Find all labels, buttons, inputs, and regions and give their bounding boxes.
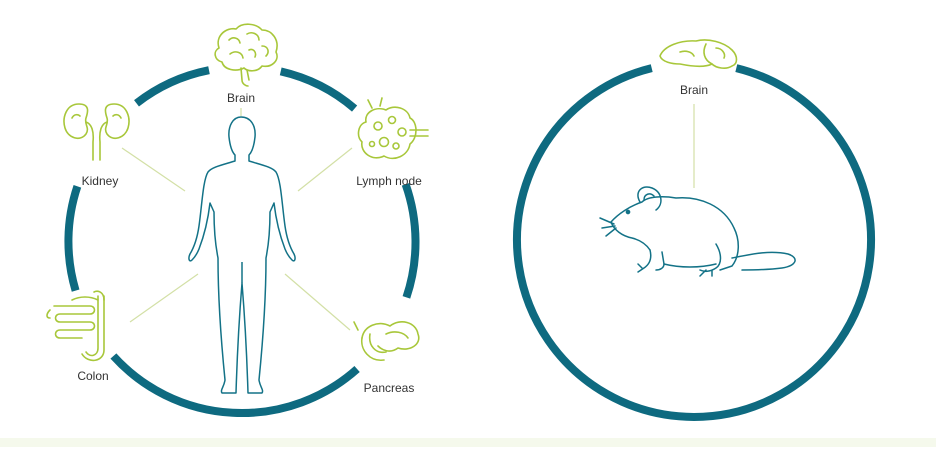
- ring-arc-right: [401, 182, 420, 299]
- human-ring: [64, 66, 420, 417]
- pancreas-icon: [353, 321, 420, 361]
- ring-arc-top-right: [279, 67, 358, 112]
- colon-icon: [46, 290, 105, 362]
- colon-label: Colon: [77, 369, 108, 383]
- connector-lymph-node: [297, 147, 353, 192]
- human-brain-label: Brain: [227, 91, 255, 105]
- connector-colon: [129, 273, 199, 323]
- ring-arc-top-left: [134, 66, 210, 107]
- mouse-brain-label: Brain: [680, 83, 708, 97]
- lymph-node-label: Lymph node: [356, 174, 422, 188]
- lymph-node-icon: [357, 97, 429, 160]
- ring-arc-bottom: [110, 353, 360, 417]
- mouse-brain-icon: [659, 39, 738, 69]
- human-body-icon: [188, 116, 296, 394]
- pancreas-label: Pancreas: [364, 381, 415, 395]
- ring-arc-left: [64, 185, 82, 292]
- connector-kidney: [121, 147, 186, 192]
- mouse-ring: [513, 64, 875, 421]
- bottom-strip: [0, 438, 936, 447]
- human-connectors: [121, 108, 353, 331]
- brain-icon: [214, 23, 278, 87]
- mouse-icon: [599, 186, 796, 277]
- kidney-icon: [63, 103, 130, 161]
- connector-pancreas: [284, 273, 351, 331]
- kidney-label: Kidney: [82, 174, 119, 188]
- mouse-ring-arc: [513, 64, 875, 421]
